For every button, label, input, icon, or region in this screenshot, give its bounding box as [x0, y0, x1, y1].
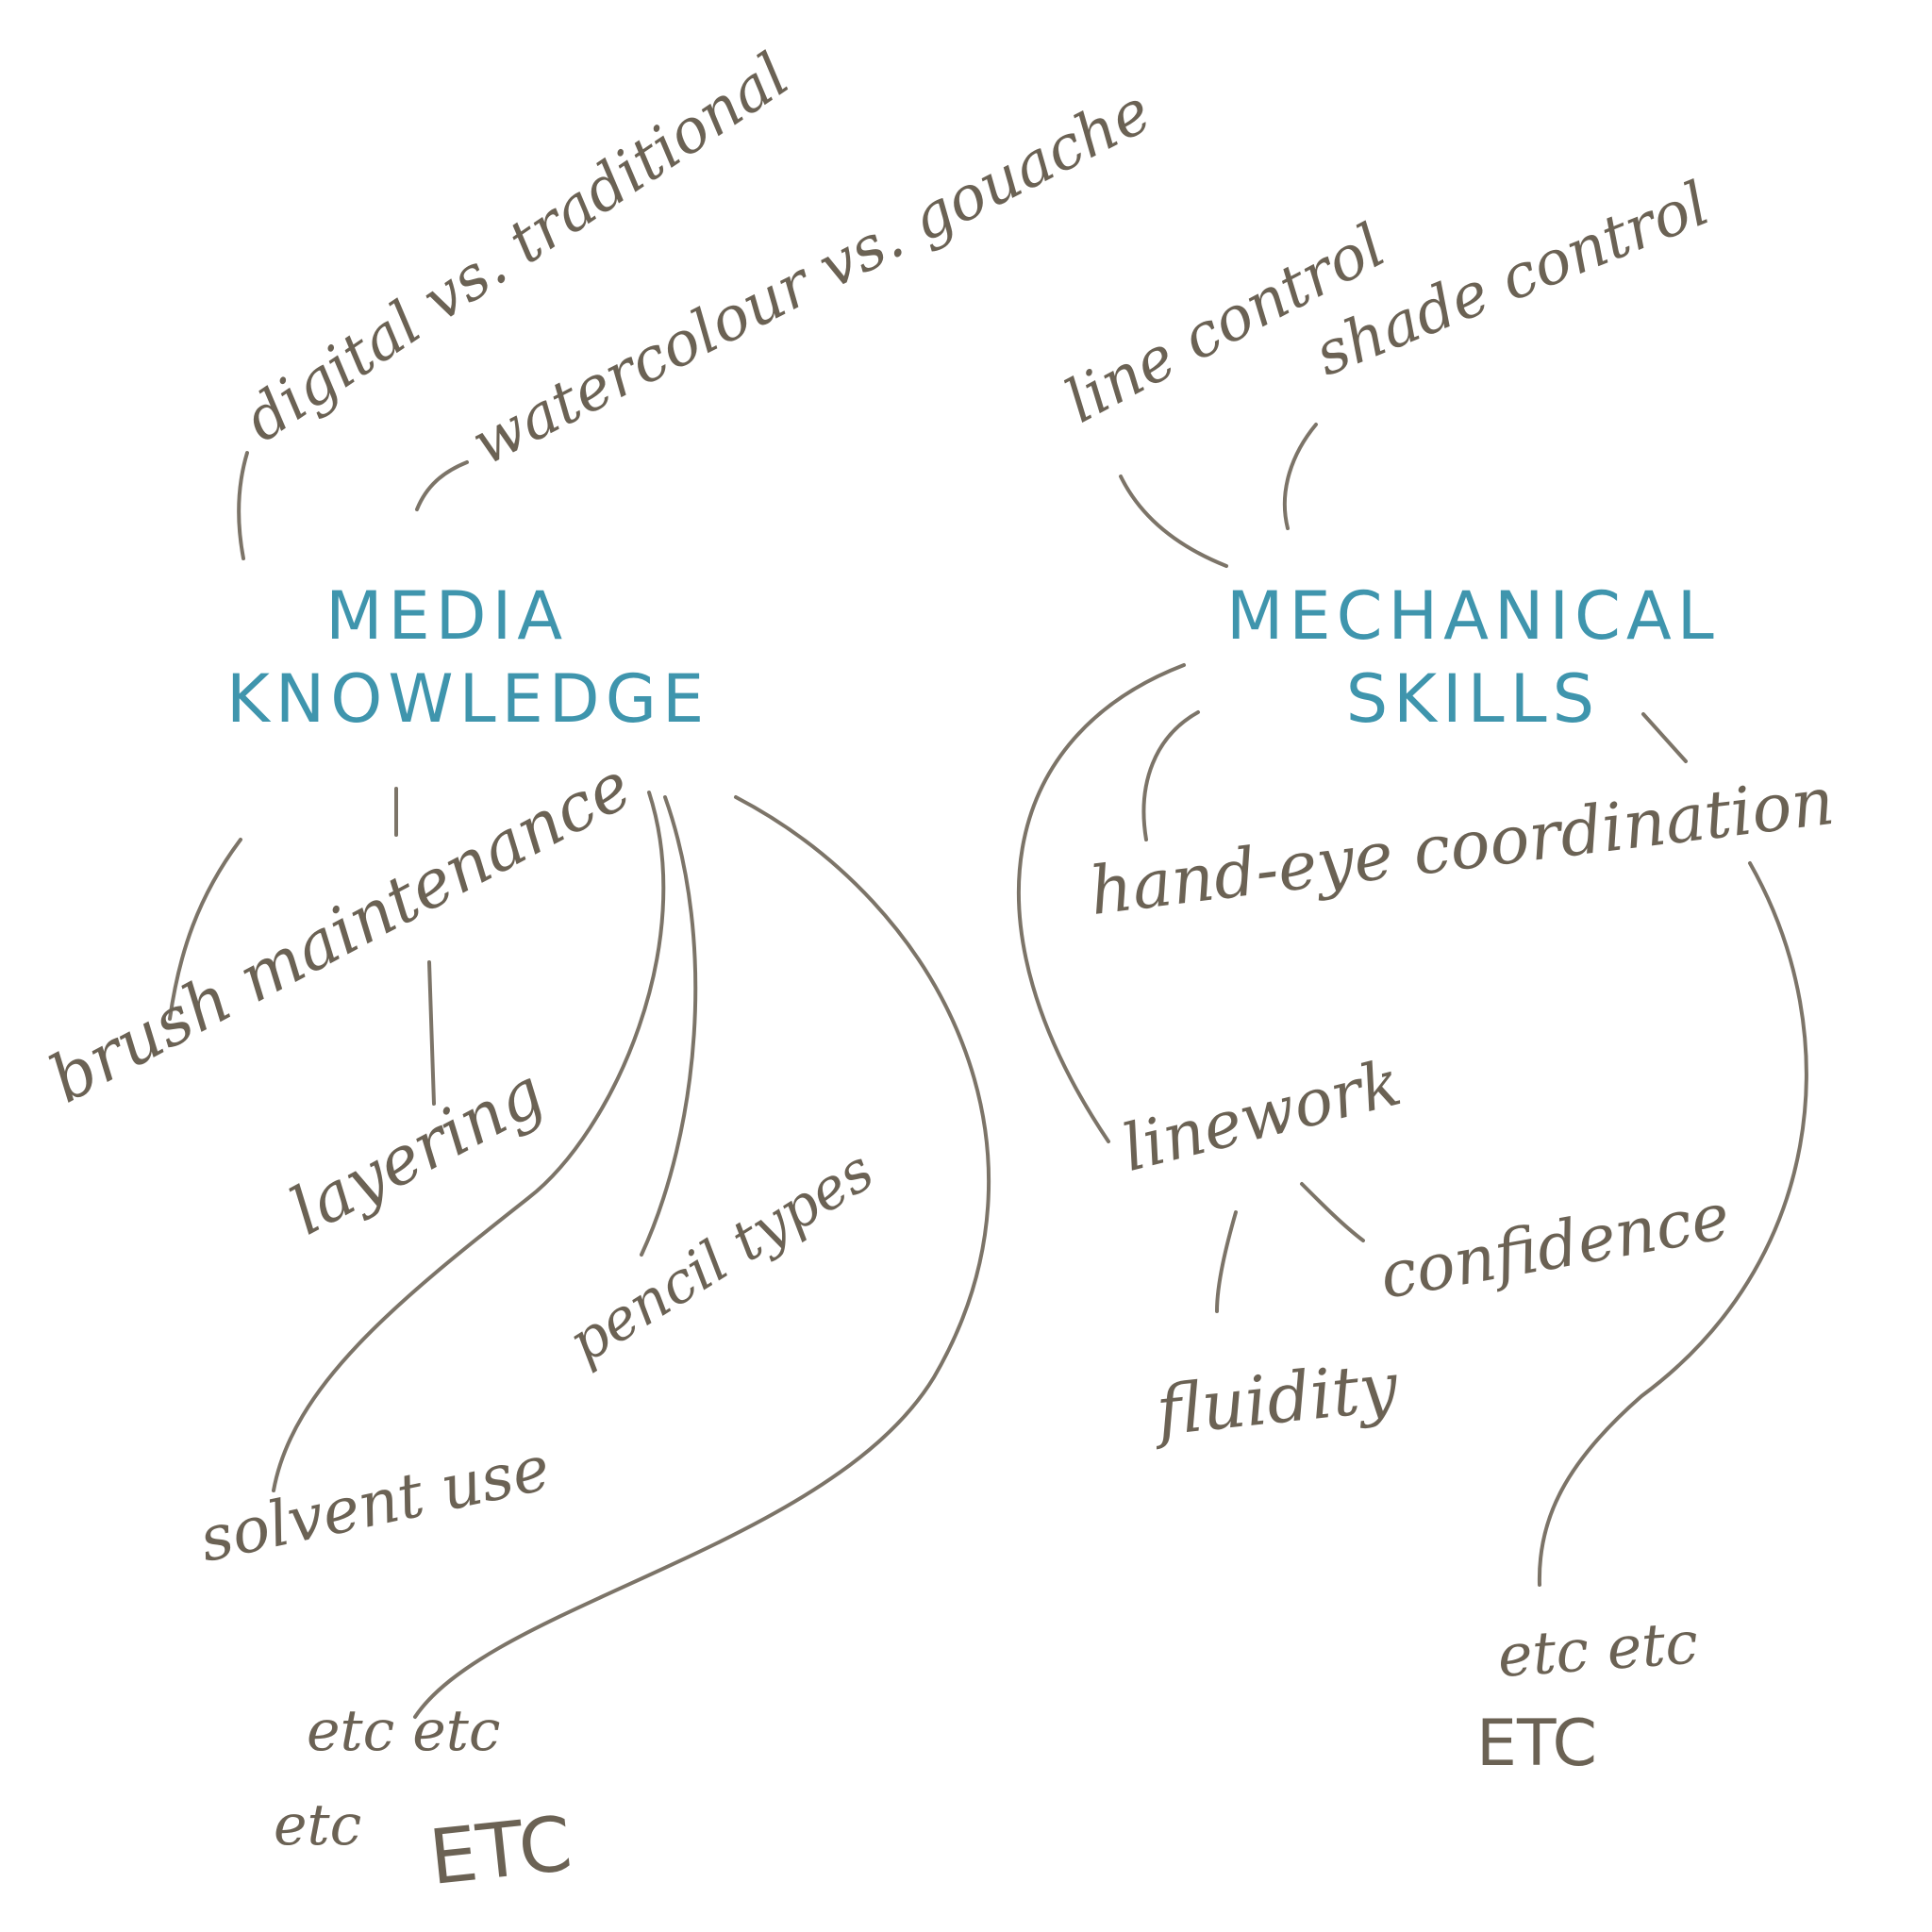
label-media-ETC: ETC: [425, 1799, 576, 1902]
connector-fluidity: [1215, 1210, 1238, 1313]
hub-mechanical-line2: SKILLS: [1345, 659, 1601, 738]
connector-line-control: [1119, 475, 1228, 568]
label-media-etc-etc: etc etc: [307, 1698, 501, 1764]
label-media-etc: etc: [274, 1792, 362, 1858]
connector-etc-media: [413, 795, 991, 1719]
connector-hand-eye: [1141, 710, 1200, 841]
connector-shade-control: [1282, 423, 1318, 530]
connector-brush-maintenance: [168, 838, 242, 1021]
connector-mech-right: [1641, 712, 1688, 763]
hub-mechanical-line1: MECHANICAL: [1226, 577, 1720, 655]
connector-solvent: [272, 791, 666, 1492]
label-mechanical-etc-etc: etc etc: [1495, 1607, 1701, 1690]
connector-digital: [237, 451, 249, 560]
hub-media-line2: KNOWLEDGE: [226, 659, 710, 738]
connector-linework: [1016, 663, 1186, 1143]
connector-confidence: [1300, 1182, 1365, 1242]
connector-layering: [427, 960, 436, 1106]
hub-mechanical-skills: MECHANICAL SKILLS: [1226, 575, 1720, 741]
connector-watercolour: [415, 460, 469, 511]
hub-media-knowledge: MEDIA KNOWLEDGE: [226, 575, 709, 741]
connector-pencil: [640, 795, 698, 1257]
hub-media-line1: MEDIA: [325, 577, 569, 655]
connector-etc-mechanical: [1537, 861, 1808, 1587]
label-mechanical-ETC: ETC: [1476, 1707, 1597, 1781]
